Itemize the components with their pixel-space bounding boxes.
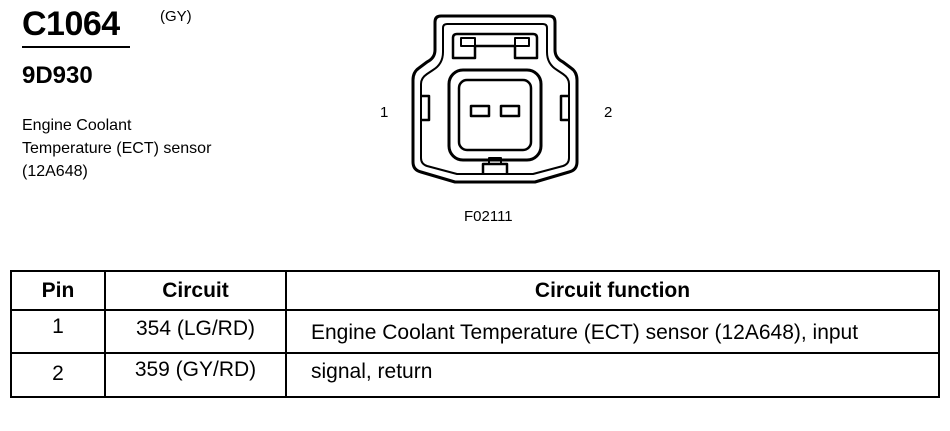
terminal-pin-2 — [499, 104, 521, 118]
component-description: Engine Coolant Temperature (ECT) sensor … — [22, 117, 212, 180]
cell-pin: 1 — [10, 309, 106, 354]
terminal-pin-1 — [469, 104, 491, 118]
cell-circuit: 354 (LG/RD) — [104, 309, 287, 354]
pin-table: Pin Circuit Circuit function 1 354 (LG/R… — [10, 270, 940, 398]
latch-tab-left — [460, 37, 476, 47]
cell-pin: 2 — [10, 352, 106, 398]
table-row: 1 354 (LG/RD) Engine Coolant Temperature… — [10, 309, 940, 354]
terminal-cavity-outer — [447, 68, 543, 162]
table-header-row: Pin Circuit Circuit function — [10, 270, 940, 311]
connector-housing-inner-outline — [420, 23, 570, 175]
connector-id-underline — [22, 46, 130, 48]
latch-tab-right — [514, 37, 530, 47]
pin-label-2: 2 — [604, 104, 613, 121]
bottom-key-notch — [488, 157, 502, 164]
cell-circuit: 359 (GY/RD) — [104, 352, 287, 398]
connector-color-code: (GY) — [160, 8, 192, 25]
connector-id: C1064 — [22, 5, 120, 43]
column-header-circuit: Circuit — [104, 270, 287, 311]
figure-code: F02111 — [464, 208, 513, 225]
cell-circuit-function: signal, return — [285, 352, 940, 398]
connector-face-diagram — [411, 14, 579, 184]
side-key-left — [421, 94, 431, 122]
column-header-pin: Pin — [10, 270, 106, 311]
column-header-circuit-function: Circuit function — [285, 270, 940, 311]
part-number: 9D930 — [22, 62, 93, 89]
bottom-key — [481, 162, 509, 174]
side-key-right — [559, 94, 569, 122]
pin-label-1: 1 — [380, 104, 389, 121]
table-row: 2 359 (GY/RD) signal, return — [10, 352, 940, 398]
terminal-cavity-inner — [457, 78, 533, 152]
connector-housing-outline — [411, 14, 579, 184]
cell-circuit-function: Engine Coolant Temperature (ECT) sensor … — [285, 309, 940, 354]
